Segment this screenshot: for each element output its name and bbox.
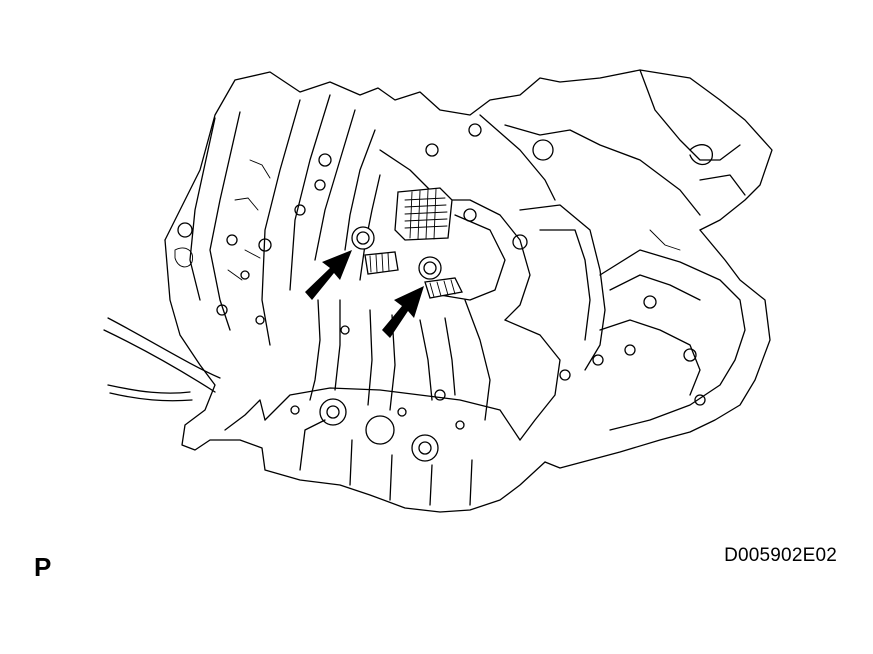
arrow-icon	[382, 286, 424, 338]
view-marker-label: P	[34, 552, 52, 582]
case-outline	[164, 69, 773, 513]
valve-body-left	[174, 94, 376, 346]
bolt-icon	[418, 256, 442, 280]
housing-right	[425, 69, 746, 431]
bolt-icon	[351, 226, 375, 250]
arrow-icon	[305, 250, 352, 300]
figure-id-label: D005902E02	[724, 545, 837, 566]
central-body	[264, 149, 606, 506]
cable-lines	[103, 317, 221, 402]
